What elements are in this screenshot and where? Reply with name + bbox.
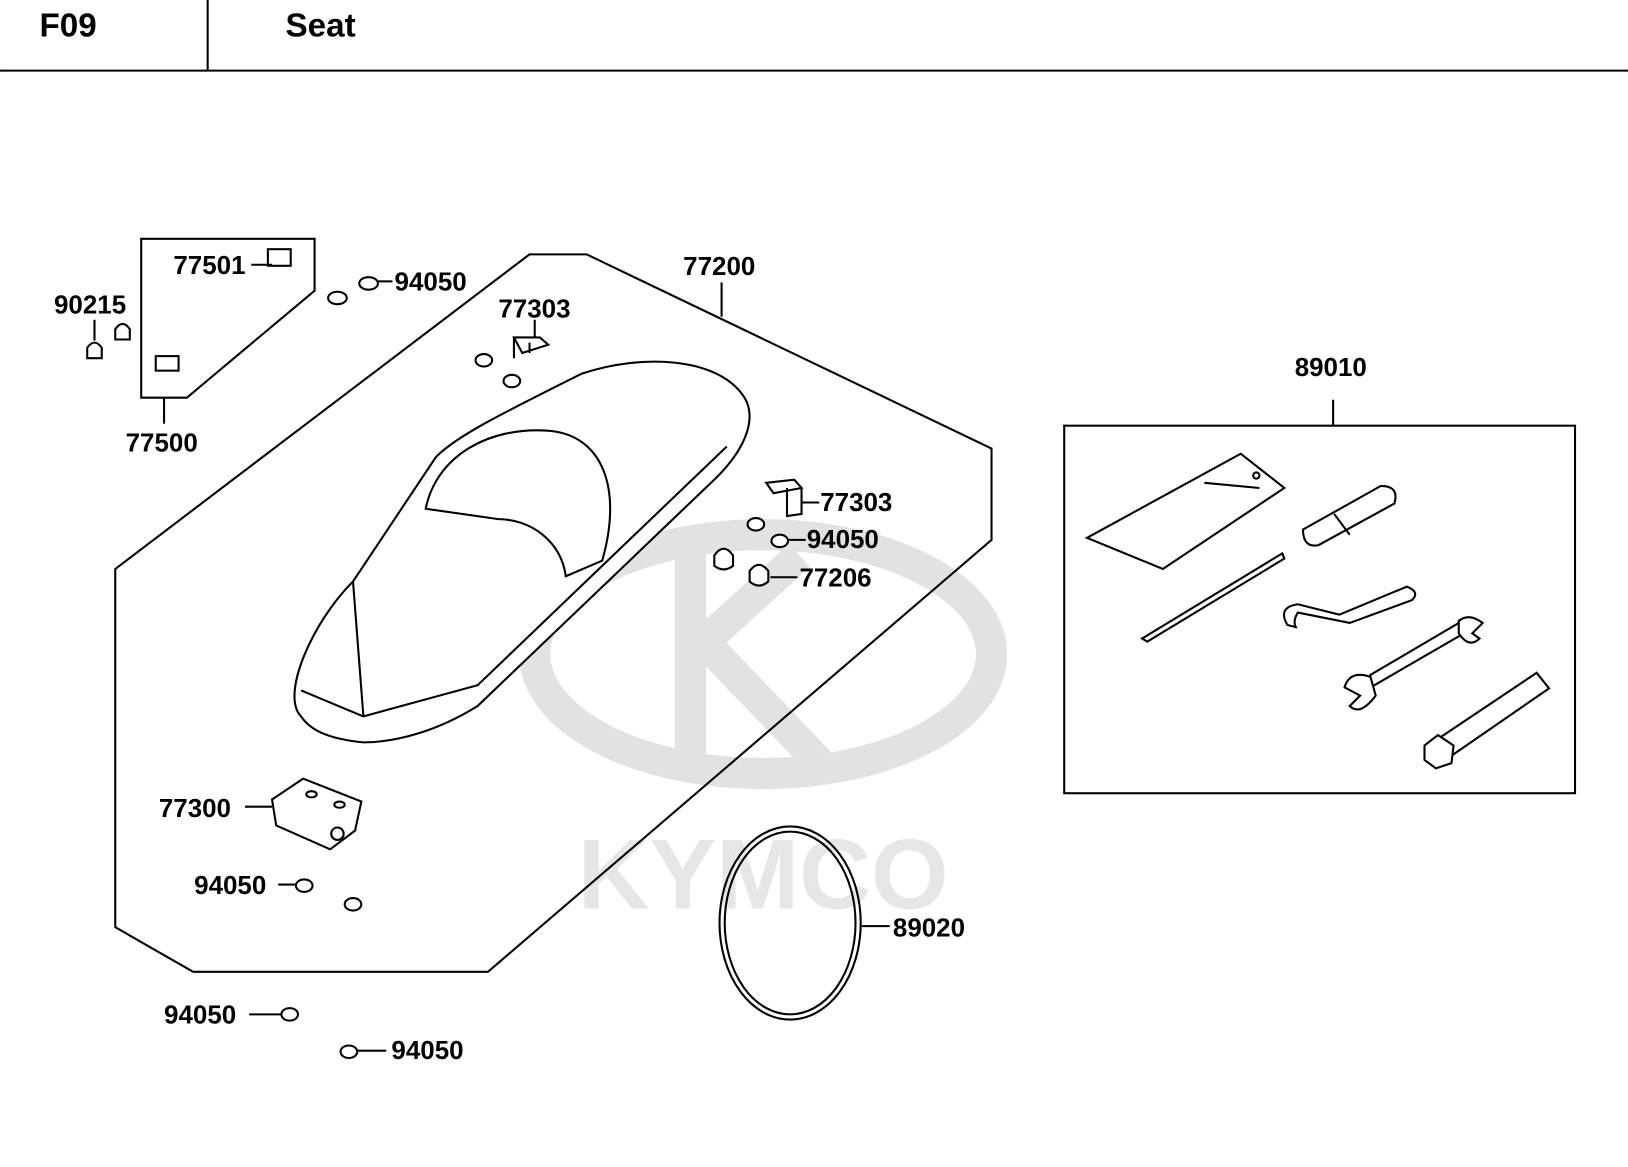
callout-94050-bottom-2: 94050: [391, 1037, 463, 1065]
screwdriver-bit-part: [1140, 551, 1286, 643]
tool-pouch-part: [1084, 452, 1287, 571]
damper-box: [140, 237, 316, 399]
callout-77303-top: 77303: [498, 296, 570, 324]
seat-group-outline: [114, 253, 993, 973]
callout-94050-right: 94050: [807, 526, 879, 554]
hinge-part: [270, 777, 363, 851]
callout-77303-right: 77303: [820, 489, 892, 517]
callout-90215: 90215: [54, 292, 126, 320]
callout-94050-top: 94050: [395, 269, 467, 297]
open-end-wrench-part: [1343, 616, 1485, 711]
kymco-watermark-logo: KYMCO: [519, 519, 1008, 930]
gas-damper-part: [154, 248, 294, 372]
bracket-part: [512, 336, 804, 518]
cap-nut-part: [86, 322, 131, 360]
callout-89020: 89020: [893, 915, 965, 943]
section-title: Seat: [286, 7, 356, 44]
callout-94050-hinge: 94050: [194, 872, 266, 900]
box-spanner-part: [1423, 671, 1551, 770]
callout-94050-bottom-1: 94050: [164, 1002, 236, 1030]
callout-77500: 77500: [126, 430, 198, 458]
screwdriver-handle-part: [1301, 484, 1397, 547]
bumper-part: [713, 547, 770, 587]
watermark-text: KYMCO: [578, 819, 949, 930]
hook-wrench-part: [1283, 585, 1417, 629]
callout-77200: 77200: [683, 253, 755, 281]
tool-kit-box: [1063, 424, 1577, 795]
section-code: F09: [39, 7, 96, 44]
seat-part: [293, 360, 751, 744]
band-part: [718, 825, 862, 1021]
callout-77300: 77300: [159, 795, 231, 823]
callout-89010: 89010: [1295, 354, 1367, 382]
callout-77501: 77501: [173, 252, 245, 280]
callout-77206: 77206: [799, 565, 871, 593]
